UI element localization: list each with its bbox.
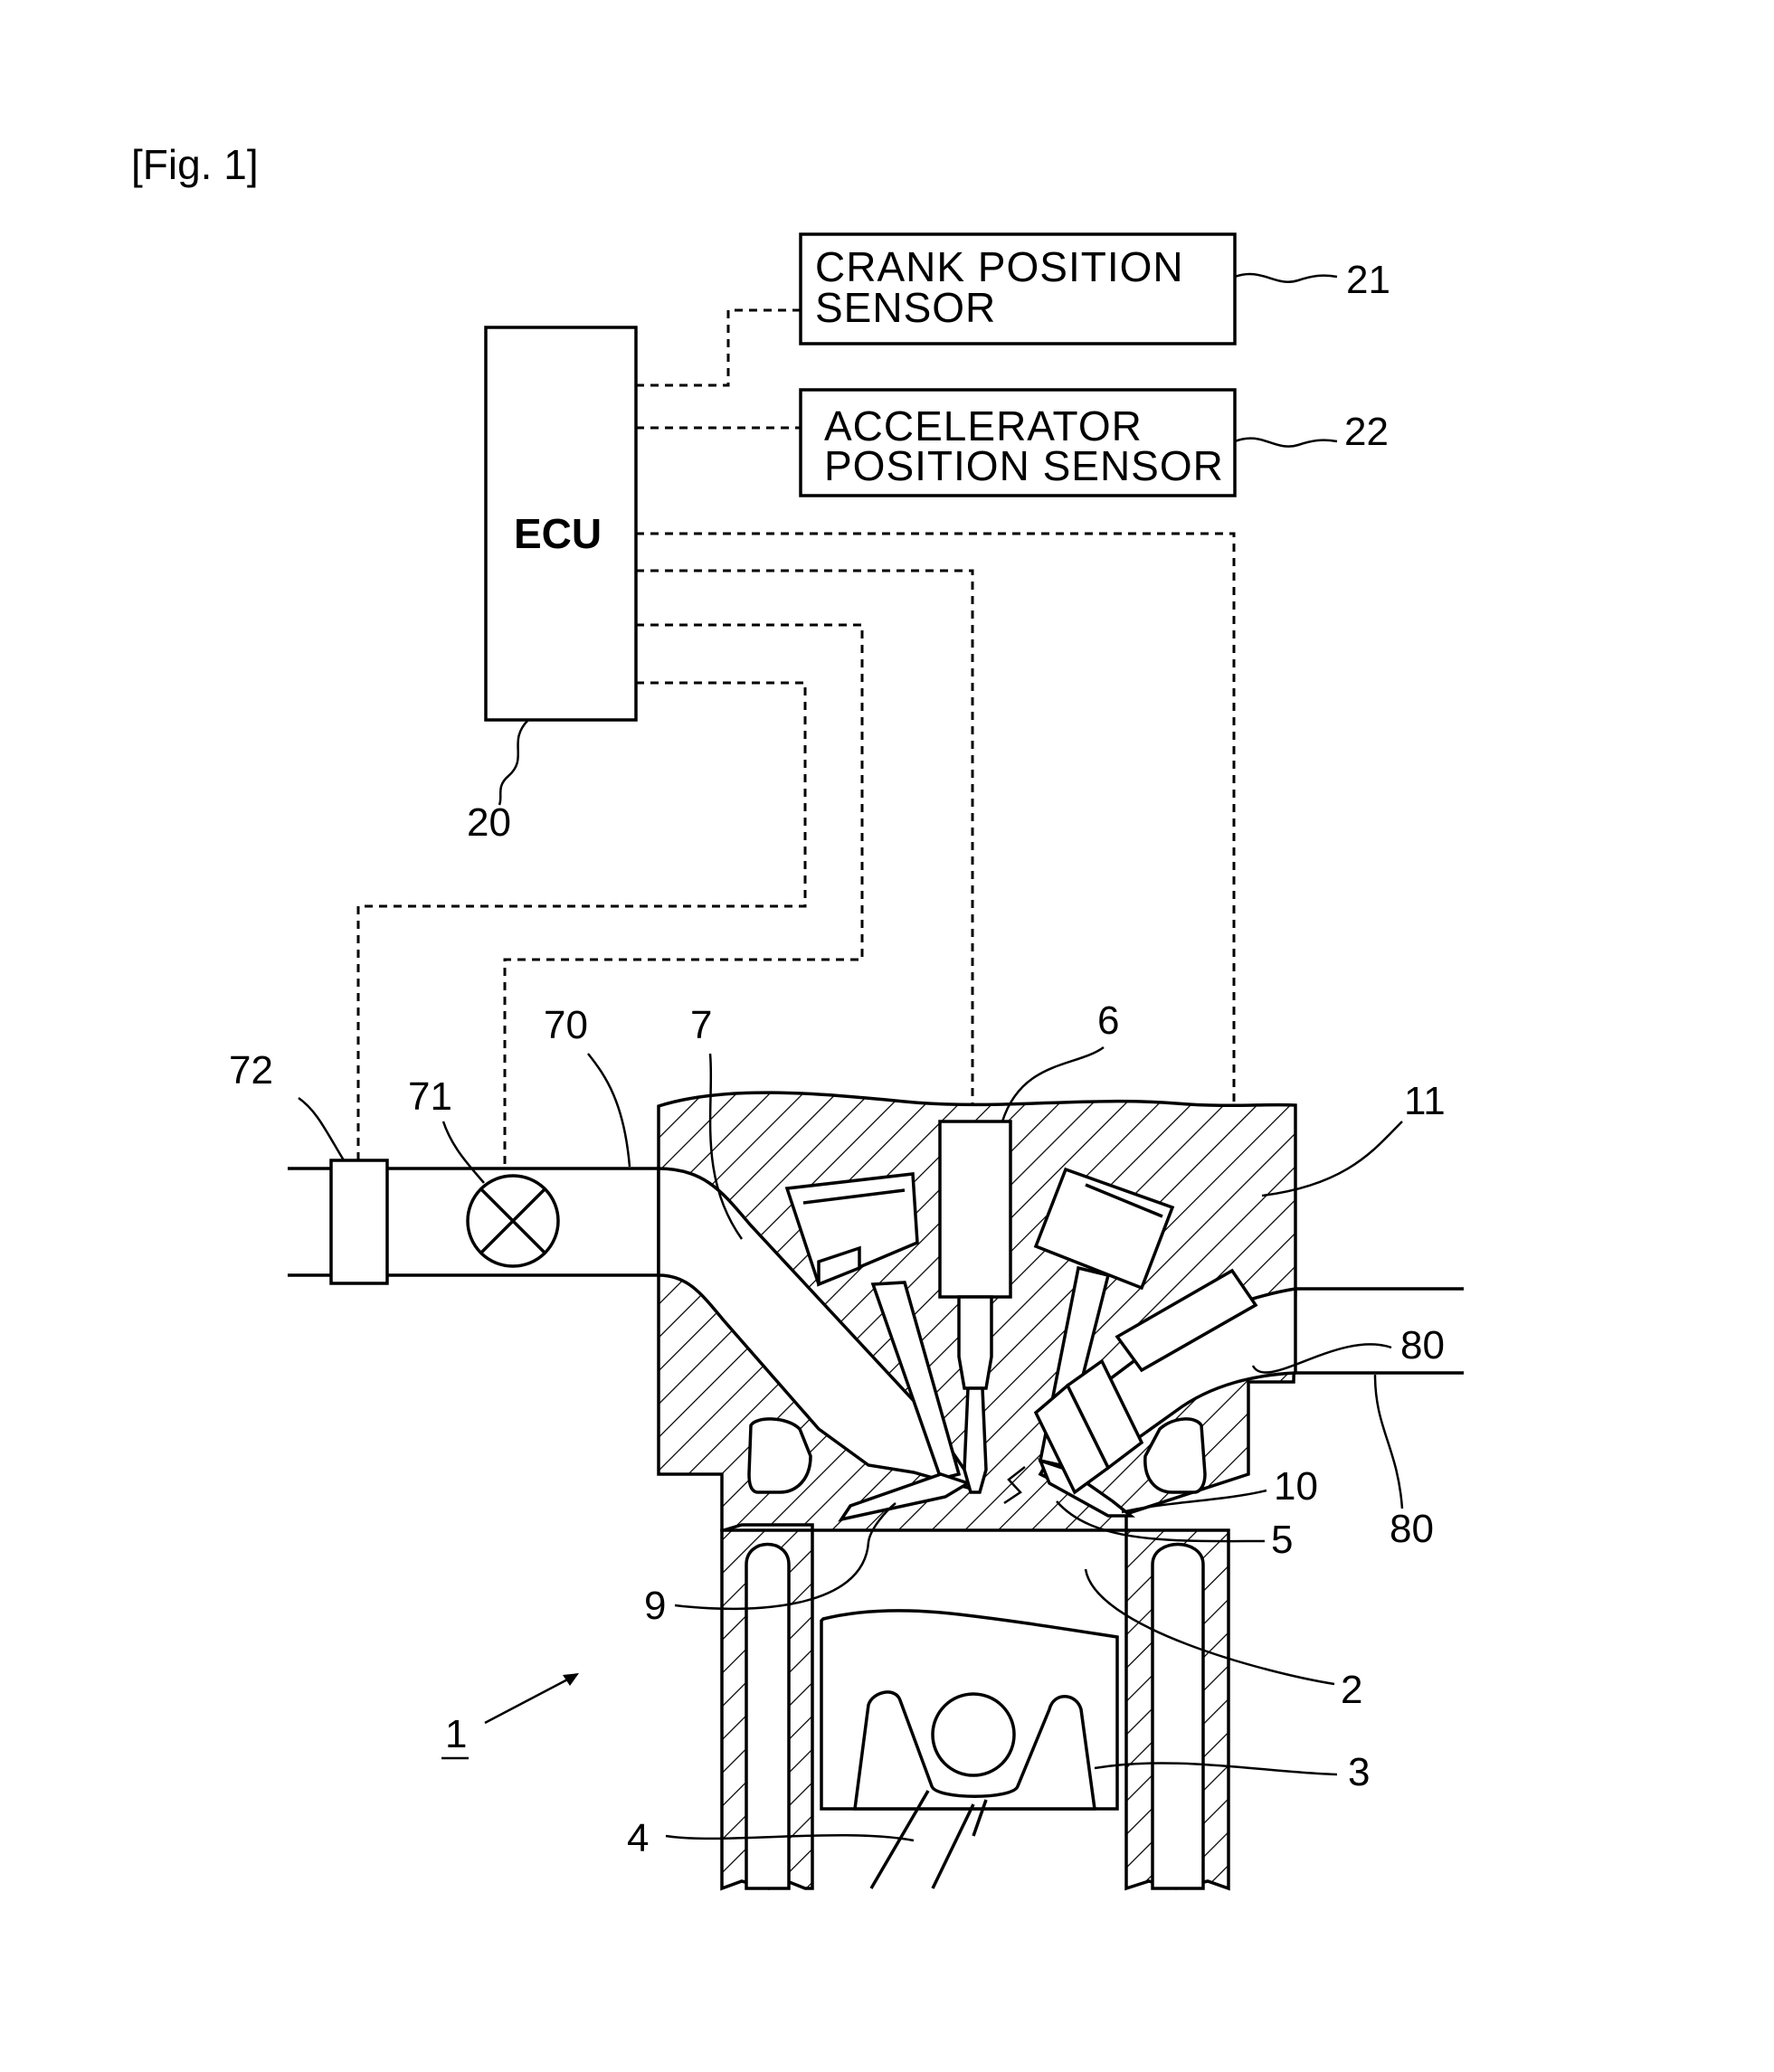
- leader-80: [1375, 1375, 1402, 1509]
- accel-sensor-ref: 22: [1344, 410, 1389, 454]
- ref-71: 71: [408, 1074, 452, 1119]
- ref-9: 9: [644, 1584, 666, 1628]
- ref-10: 10: [1274, 1464, 1318, 1509]
- ref-11: 11: [1404, 1079, 1446, 1123]
- figure-label: [Fig. 1]: [131, 141, 259, 188]
- crank-sensor-line2: SENSOR: [815, 284, 996, 331]
- ref-3: 3: [1348, 1750, 1370, 1794]
- ref-8: 80: [1400, 1323, 1445, 1367]
- ref-80: 80: [1390, 1507, 1434, 1551]
- ref-1-arrow: [485, 1676, 574, 1723]
- leader-71: [443, 1121, 484, 1183]
- ref-6: 6: [1097, 998, 1119, 1043]
- crank-position-sensor: CRANK POSITION SENSOR 21: [801, 234, 1390, 344]
- throttle-valve: [468, 1176, 558, 1266]
- ref-5: 5: [1271, 1518, 1293, 1562]
- ref-70: 70: [544, 1003, 588, 1047]
- ecu-label: ECU: [514, 510, 602, 557]
- ref-1: 1: [445, 1712, 467, 1756]
- ecu-leader: [499, 720, 528, 805]
- accelerator-position-sensor: ACCELERATOR POSITION SENSOR 22: [801, 390, 1389, 496]
- accel-sensor-leader: [1235, 439, 1337, 447]
- ref-7: 7: [690, 1003, 712, 1047]
- airflow-meter: [331, 1160, 387, 1283]
- piston: [821, 1611, 1117, 1809]
- ecu-unit: ECU 20: [467, 327, 636, 845]
- ref-2: 2: [1341, 1668, 1362, 1712]
- ref-72: 72: [229, 1048, 273, 1093]
- accel-sensor-line2: POSITION SENSOR: [824, 442, 1224, 489]
- crank-sensor-ref: 21: [1346, 258, 1390, 302]
- ecu-ref: 20: [467, 800, 511, 845]
- leader-72: [299, 1098, 344, 1160]
- leader-70: [588, 1054, 630, 1167]
- crank-sensor-leader: [1235, 274, 1337, 282]
- signal-line-throttle: [505, 625, 862, 1165]
- ref-4: 4: [627, 1816, 649, 1860]
- signal-line-crank: [636, 310, 801, 385]
